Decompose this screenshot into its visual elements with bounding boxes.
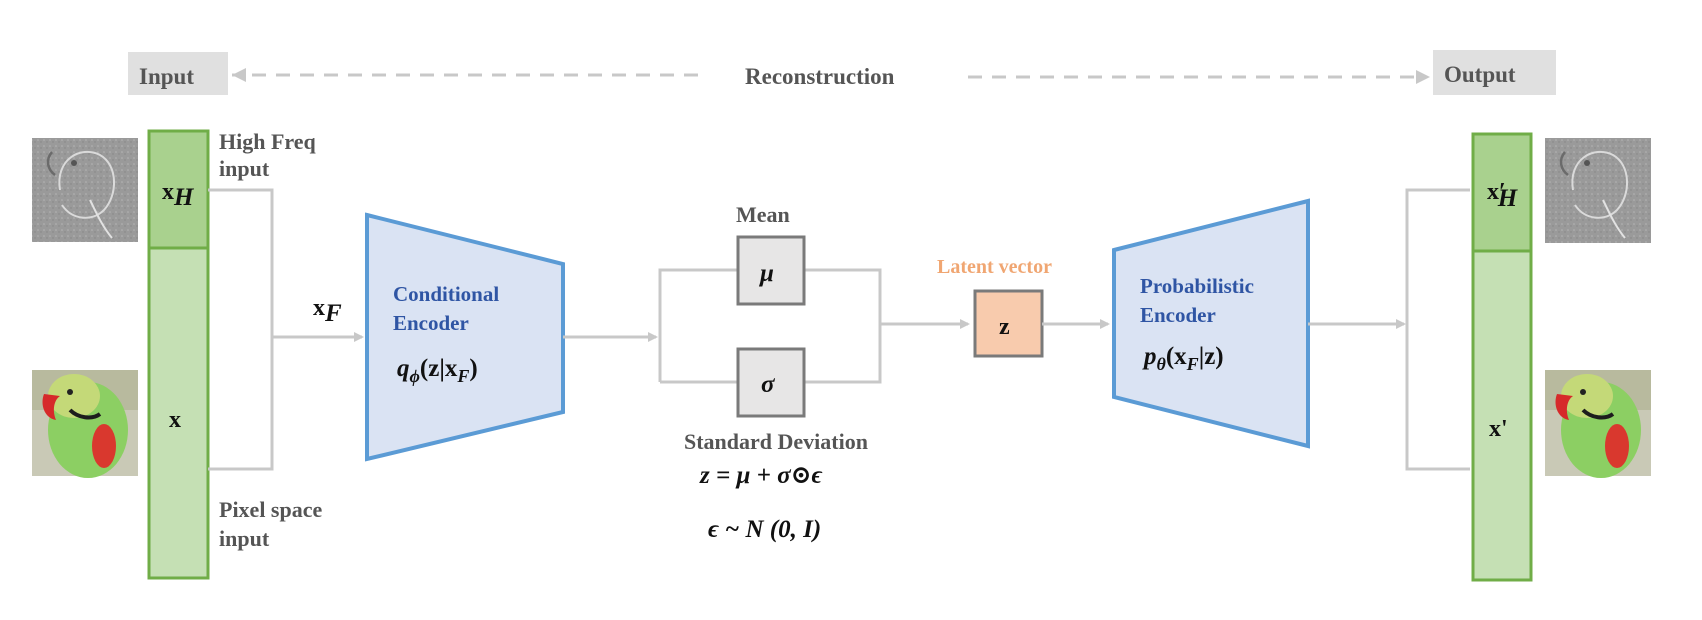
std-symbol: σ <box>761 371 776 398</box>
latent-symbol: z <box>999 314 1010 340</box>
input-merge-wire <box>208 188 274 471</box>
latent-vector-label: Latent vector <box>937 256 1052 278</box>
input-bottom-cell <box>147 246 210 580</box>
probabilistic-encoder-title-2: Encoder <box>1140 303 1216 327</box>
mean-box <box>736 235 806 306</box>
input-tag: Input <box>139 64 194 89</box>
reparam-formula: z = μ + σ⊙ϵ <box>699 462 823 489</box>
noise-formula: ϵ ~ N (0, I) <box>708 516 821 543</box>
probabilistic-encoder-title: Probabilistic <box>1140 274 1254 298</box>
output-bottom-cell <box>1471 249 1533 582</box>
x-prime-symbol: x' <box>1489 416 1508 442</box>
x-symbol: x <box>169 407 181 433</box>
stats-merge-wire <box>804 268 882 384</box>
input-tag-box <box>128 52 228 95</box>
high-freq-label-input: input <box>219 156 270 181</box>
std-label: Standard Deviation <box>684 429 868 454</box>
output-tag: Output <box>1444 62 1516 87</box>
reconstruction-arrowhead-right <box>1416 70 1430 84</box>
mean-label: Mean <box>736 202 790 227</box>
color-parrot-image-right <box>1545 370 1651 478</box>
mean-branch-wire <box>658 268 738 382</box>
x-f-symbol: xF <box>313 295 342 327</box>
high-frequency-parrot-image-right <box>1545 138 1651 243</box>
pixel-space-label-input: input <box>219 526 270 551</box>
high-frequency-parrot-image-left <box>32 138 138 242</box>
output-split-wire <box>1405 188 1470 471</box>
conditional-encoder-shape <box>365 212 565 462</box>
output-tag-box <box>1433 50 1556 95</box>
reconstruction-label: Reconstruction <box>745 64 895 89</box>
decoder-formula: pθ(xF|z) <box>1142 343 1224 374</box>
reconstruction-arrowhead-left <box>232 68 246 82</box>
conditional-encoder-title-2: Encoder <box>393 311 469 335</box>
conditional-encoder-title: Conditional <box>393 282 499 306</box>
high-freq-label: High Freq <box>219 129 317 154</box>
output-top-cell <box>1471 132 1533 253</box>
pixel-space-label: Pixel space <box>219 497 322 522</box>
latent-box <box>973 289 1044 358</box>
probabilistic-encoder-shape <box>1112 198 1310 449</box>
color-parrot-image-left <box>32 370 138 478</box>
std-box <box>736 347 806 418</box>
mean-symbol: μ <box>758 260 774 287</box>
